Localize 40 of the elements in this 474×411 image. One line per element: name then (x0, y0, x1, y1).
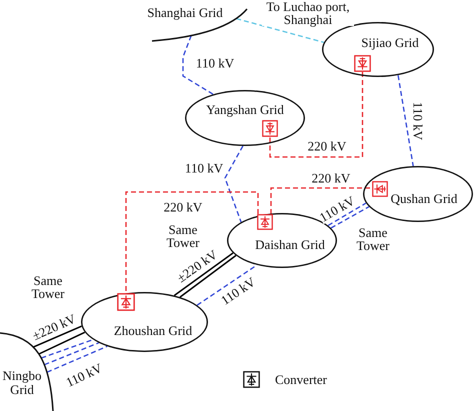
power-line (236, 18, 324, 44)
power-line (174, 252, 234, 296)
converter-icon (372, 181, 388, 197)
edge-label: 110 kV (184, 162, 224, 174)
note-label: Same Tower (30, 274, 66, 300)
grid-name: Zhoushan Grid (113, 324, 193, 338)
power-line (180, 254, 236, 298)
power-line (38, 332, 86, 355)
power-line (328, 202, 366, 226)
edge-label: 220 kV (308, 140, 346, 152)
edge-label: 220 kV (312, 172, 350, 184)
power-line (224, 146, 244, 222)
edge-label: To Luchao port, Shanghai (262, 0, 354, 26)
power-line (46, 346, 108, 373)
grid-name: Shanghai Grid (146, 6, 224, 20)
power-line (270, 187, 372, 214)
converter-icon (262, 120, 278, 137)
note-label: Same Tower (355, 226, 391, 252)
legend-label: Converter (275, 372, 327, 386)
power-line (330, 206, 370, 229)
edge-label: 110 kV (196, 56, 234, 70)
power-line (41, 338, 94, 359)
power-line (196, 264, 258, 306)
grid-name: Qushan Grid (390, 192, 458, 206)
power-line (182, 35, 214, 95)
converter-icon (117, 293, 135, 311)
edge-label: 110 kV (412, 102, 424, 140)
note-label: Same Tower (165, 223, 200, 249)
converter-icon (354, 55, 371, 72)
power-line (33, 326, 82, 348)
power-line (397, 75, 414, 166)
grid-name: Yangshan Grid (205, 103, 285, 117)
grid-name: Daishan Grid (254, 238, 326, 252)
power-line (44, 342, 100, 366)
power-line (269, 72, 364, 158)
grid-name: Ningbo Grid (2, 369, 42, 397)
edge-label: 220 kV (164, 200, 202, 214)
grid-name: Sijiao Grid (360, 36, 420, 50)
power-line (125, 191, 259, 293)
converter-icon (257, 214, 273, 230)
